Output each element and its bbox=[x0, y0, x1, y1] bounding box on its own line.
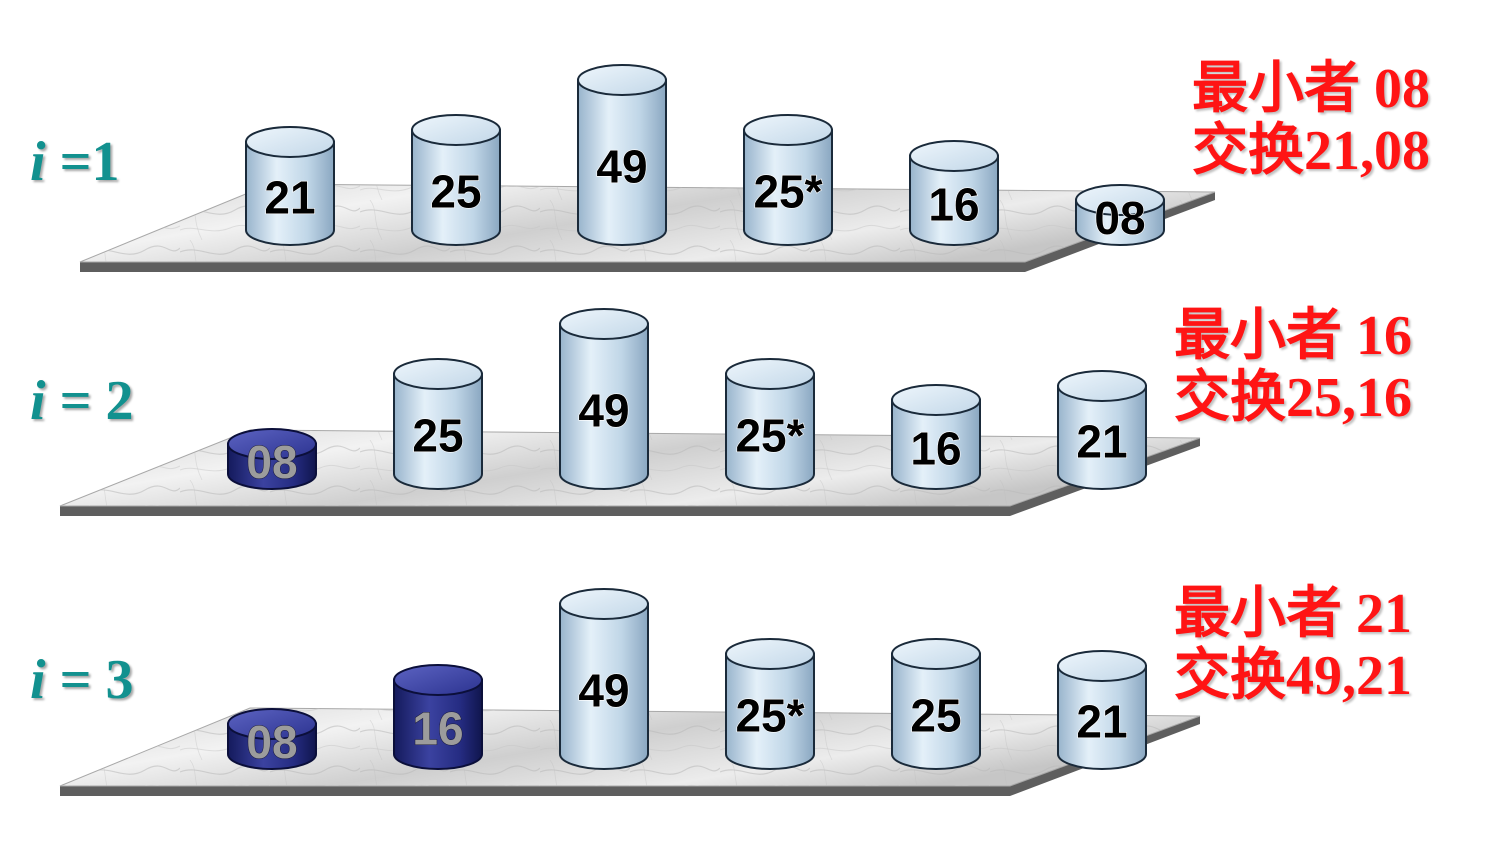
cylinder-value: 08 bbox=[1094, 192, 1145, 244]
cylinder-body bbox=[393, 679, 483, 770]
row-label-var: i bbox=[30, 370, 46, 432]
cylinder-value: 25 bbox=[430, 166, 481, 218]
cylinder-value: 16 bbox=[412, 703, 463, 755]
cylinder-top bbox=[743, 114, 833, 146]
cylinder-25star: 25* bbox=[743, 114, 833, 246]
cylinder-49: 49 bbox=[559, 588, 649, 770]
cylinder-value: 25* bbox=[753, 166, 822, 218]
row-label-value: = 2 bbox=[45, 370, 134, 432]
cylinder-body bbox=[411, 129, 501, 246]
pass-row-1: 21 25 49 25* 16 08 bbox=[79, 64, 1216, 272]
cylinder-body bbox=[909, 155, 999, 246]
cylinder-value: 49 bbox=[578, 665, 629, 717]
cylinder-16: 16 bbox=[909, 140, 999, 246]
cylinder-top bbox=[909, 140, 999, 172]
cylinder-top bbox=[227, 428, 317, 460]
cylinder-25star: 25* bbox=[725, 358, 815, 490]
cylinder-value: 08 bbox=[246, 436, 297, 488]
cylinder-top bbox=[725, 638, 815, 670]
cylinder-body bbox=[1057, 385, 1147, 490]
cylinder-value: 25* bbox=[735, 690, 804, 742]
cylinder-value: 21 bbox=[1076, 696, 1127, 748]
row-label-pass-2: i = 2 bbox=[30, 373, 133, 429]
cylinder-top bbox=[1057, 650, 1147, 682]
cylinder-body bbox=[559, 323, 649, 490]
cylinder-top bbox=[227, 708, 317, 740]
cylinder-25star: 25* bbox=[725, 638, 815, 770]
cylinder-top bbox=[393, 664, 483, 696]
cylinder-49: 49 bbox=[577, 64, 667, 246]
cylinder-21: 21 bbox=[1057, 650, 1147, 770]
shelf-edge bbox=[60, 438, 1200, 516]
cylinder-top bbox=[245, 126, 335, 158]
row-label-pass-3: i = 3 bbox=[30, 652, 133, 708]
note-pass-2: 最小者 16 交换25,16 bbox=[1174, 305, 1412, 429]
cylinder-body bbox=[393, 373, 483, 490]
cylinder-value: 21 bbox=[1076, 416, 1127, 468]
note-min-line: 最小者 21 bbox=[1174, 583, 1412, 645]
cylinder-body bbox=[725, 653, 815, 770]
note-pass-3: 最小者 21 交换49,21 bbox=[1174, 583, 1412, 707]
cylinder-25: 25 bbox=[891, 638, 981, 770]
cylinder-value: 25 bbox=[910, 690, 961, 742]
cylinder-16: 16 bbox=[393, 664, 483, 770]
cylinder-top bbox=[393, 358, 483, 390]
note-swap-line: 交换49,21 bbox=[1174, 645, 1412, 707]
cylinder-value: 16 bbox=[910, 423, 961, 475]
cylinder-body bbox=[559, 603, 649, 770]
note-min-line: 最小者 08 bbox=[1192, 58, 1430, 120]
note-min-line: 最小者 16 bbox=[1174, 305, 1412, 367]
cylinder-value: 25 bbox=[412, 410, 463, 462]
cylinder-body bbox=[725, 373, 815, 490]
note-pass-1: 最小者 08 交换21,08 bbox=[1192, 58, 1430, 182]
shelf-edge bbox=[60, 716, 1200, 796]
cylinder-value: 25* bbox=[735, 410, 804, 462]
cylinder-value: 49 bbox=[596, 141, 647, 193]
row-label-var: i bbox=[30, 649, 46, 711]
row-label-value: = 3 bbox=[45, 649, 134, 711]
cylinder-top bbox=[1057, 370, 1147, 402]
cylinder-top bbox=[725, 358, 815, 390]
cylinder-top bbox=[411, 114, 501, 146]
note-swap-line: 交换25,16 bbox=[1174, 367, 1412, 429]
cylinder-25: 25 bbox=[411, 114, 501, 246]
cylinder-value: 21 bbox=[264, 172, 315, 224]
row-label-value: =1 bbox=[45, 131, 120, 193]
pass-row-2: 08 25 49 25* 16 21 bbox=[59, 308, 1201, 516]
cylinder-body bbox=[891, 653, 981, 770]
cylinder-body bbox=[577, 79, 667, 246]
cylinder-49: 49 bbox=[559, 308, 649, 490]
shelf-edge bbox=[80, 192, 1215, 272]
row-label-pass-1: i =1 bbox=[30, 134, 119, 190]
pass-row-3: 08 16 49 25* 25 21 bbox=[59, 588, 1201, 796]
cylinder-body bbox=[245, 141, 335, 246]
cylinder-21: 21 bbox=[1057, 370, 1147, 490]
cylinder-08: 08 bbox=[227, 428, 317, 490]
cylinder-top bbox=[559, 588, 649, 620]
row-label-var: i bbox=[30, 131, 46, 193]
cylinder-value: 08 bbox=[246, 716, 297, 768]
cylinder-21: 21 bbox=[245, 126, 335, 246]
cylinder-top bbox=[559, 308, 649, 340]
cylinder-top bbox=[1075, 184, 1165, 216]
cylinder-body bbox=[1057, 665, 1147, 770]
cylinder-08: 08 bbox=[1075, 184, 1165, 246]
cylinder-value: 16 bbox=[928, 179, 979, 231]
note-swap-line: 交换21,08 bbox=[1192, 120, 1430, 182]
cylinder-top bbox=[891, 384, 981, 416]
cylinder-body bbox=[891, 399, 981, 490]
cylinder-25: 25 bbox=[393, 358, 483, 490]
cylinder-top bbox=[577, 64, 667, 96]
cylinder-16: 16 bbox=[891, 384, 981, 490]
cylinder-top bbox=[891, 638, 981, 670]
cylinder-value: 49 bbox=[578, 385, 629, 437]
cylinder-body bbox=[743, 129, 833, 246]
cylinder-08: 08 bbox=[227, 708, 317, 770]
